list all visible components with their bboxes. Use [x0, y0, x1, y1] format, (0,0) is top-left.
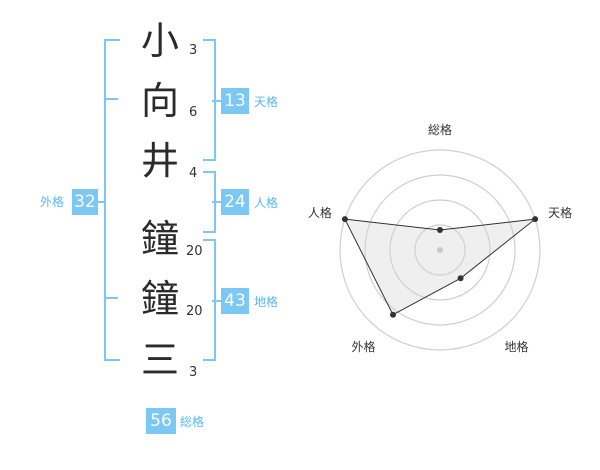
name-char-5: 鐘	[140, 277, 179, 321]
radar-label-1: 総格	[428, 122, 452, 137]
radar-label-4: 外格	[351, 339, 375, 354]
stroke-count-2: 6	[189, 105, 198, 120]
name-char-6: 三	[140, 338, 179, 382]
tenkaku-label: 天格	[254, 95, 279, 109]
radar-label-2: 天格	[548, 205, 572, 220]
radar-ring-1	[414, 224, 466, 276]
chikaku-value: 43	[221, 288, 249, 314]
radar-ring-3	[364, 174, 516, 326]
radar-point-2	[532, 216, 539, 223]
jinkaku-label: 人格	[254, 196, 279, 210]
radar-point-1	[437, 227, 443, 233]
radar-point-3	[457, 275, 464, 282]
stroke-count-3: 4	[189, 166, 198, 181]
tenkaku-value: 13	[221, 88, 249, 114]
radar-label-5: 人格	[308, 205, 332, 220]
name-char-4: 鐘	[140, 217, 179, 261]
name-char-1: 小	[140, 19, 179, 63]
name-char-2: 向	[140, 79, 179, 123]
gaikaku-bracket	[104, 39, 120, 361]
stroke-count-4: 20	[186, 244, 203, 259]
radar-point-4	[390, 311, 396, 318]
stroke-count-6: 3	[189, 365, 198, 380]
soukaku-value: 56	[146, 408, 176, 434]
radar-center	[437, 247, 443, 253]
gaikaku-tick-top	[104, 98, 118, 100]
gaikaku-label: 外格	[40, 195, 65, 209]
jinkaku-value: 24	[221, 189, 249, 215]
stroke-count-1: 3	[189, 43, 198, 58]
gaikaku-tick-bottom	[104, 297, 118, 299]
gaikaku-value: 32	[72, 189, 98, 215]
stroke-count-5: 20	[186, 304, 203, 319]
chikaku-connector	[212, 300, 222, 302]
jinkaku-connector	[212, 201, 222, 203]
radar-ring-2	[389, 199, 491, 301]
radar-label-3: 地格	[505, 339, 529, 354]
chikaku-label: 地格	[254, 295, 279, 309]
tenkaku-connector	[212, 100, 222, 102]
radar-point-5	[341, 216, 348, 223]
name-char-3: 井	[140, 139, 179, 183]
radar-area	[344, 218, 537, 316]
soukaku-label: 総格	[180, 415, 205, 429]
gaikaku-connector	[98, 201, 106, 203]
radar-ring-4	[339, 149, 541, 351]
